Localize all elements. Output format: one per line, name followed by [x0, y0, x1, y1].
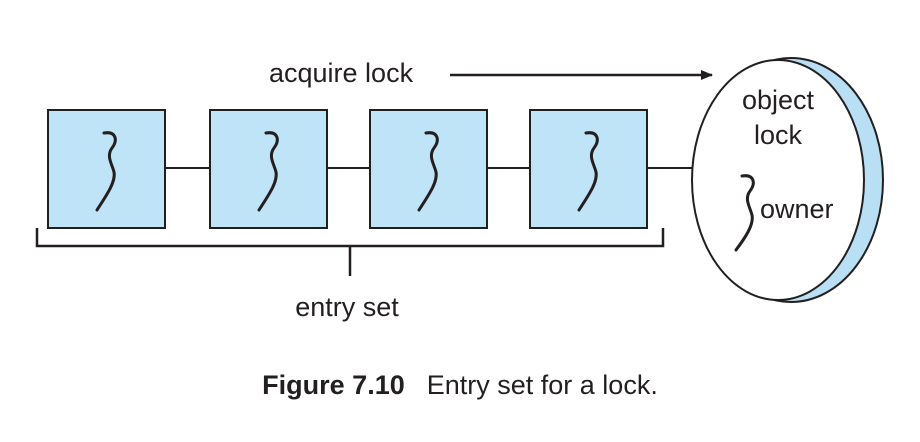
object-lock-label-line1: object: [742, 85, 815, 115]
owner-label: owner: [760, 194, 834, 224]
object-lock-face: [691, 59, 865, 301]
thread-icon: [95, 131, 117, 212]
owner-thread-icon: [734, 174, 755, 252]
figure-number: Figure 7.10: [262, 370, 405, 400]
object-lock-label-line2: lock: [754, 120, 803, 150]
thread-icon: [257, 131, 279, 212]
entry-set-label: entry set: [295, 292, 399, 322]
thread-icon: [577, 131, 599, 212]
figure-caption: Figure 7.10 Entry set for a lock.: [0, 370, 920, 401]
thread-box-1: [47, 109, 166, 229]
acquire-lock-label: acquire lock: [269, 58, 414, 88]
entry-set-bracket: [35, 228, 665, 276]
thread-box-4: [529, 109, 648, 229]
thread-box-2: [209, 109, 328, 229]
thread-box-3: [369, 109, 488, 229]
thread-icon: [417, 131, 439, 212]
figure-caption-text: Entry set for a lock.: [426, 370, 658, 400]
object-lock: object lock owner: [691, 57, 884, 303]
